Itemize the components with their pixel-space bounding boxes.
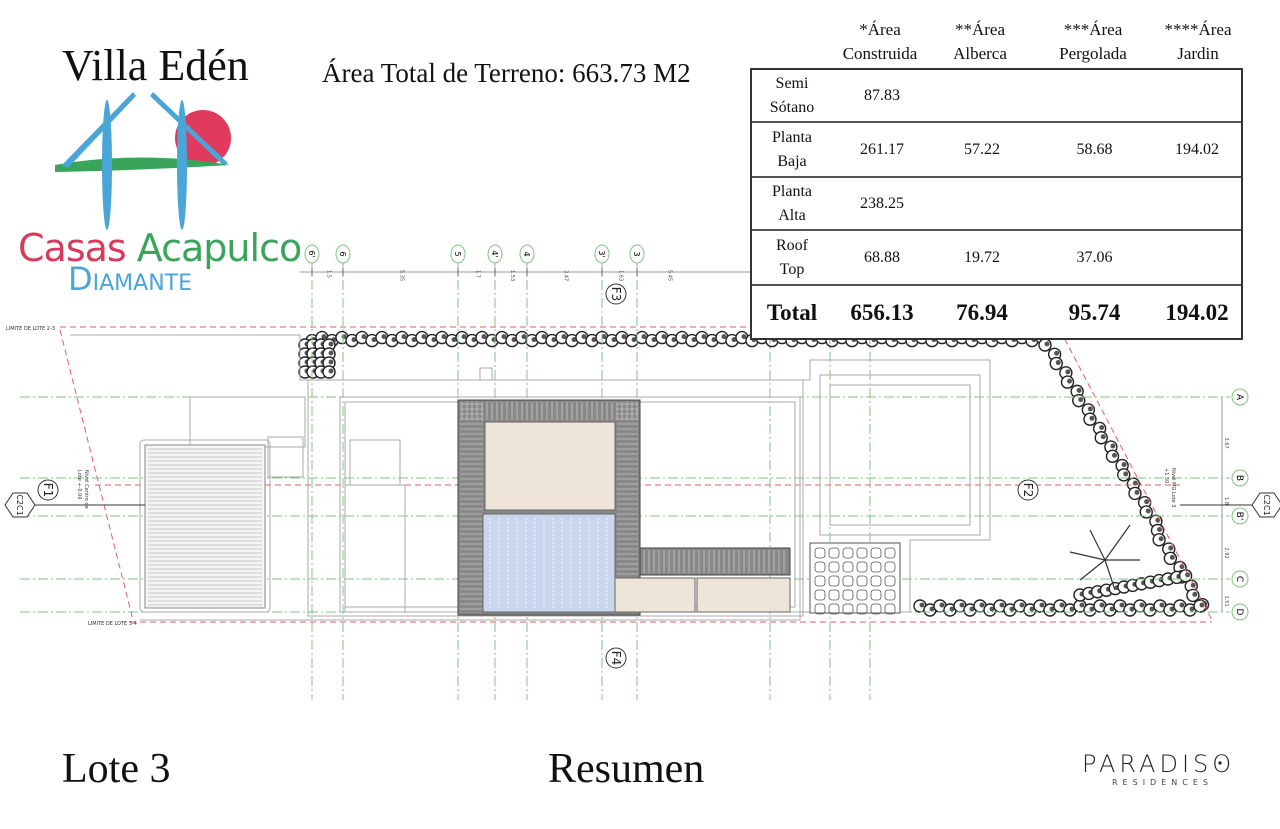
table-cell <box>1042 70 1147 121</box>
table-cell <box>1042 178 1147 229</box>
cut-label-left: C2C1 <box>15 494 24 515</box>
table-cell <box>1152 70 1242 121</box>
grid-column-label: 4' <box>490 250 499 257</box>
planter-left <box>614 577 696 613</box>
level-left-1: Nivel Centro de <box>83 470 89 509</box>
grid-column-label: 3' <box>597 250 606 257</box>
row-dimension: 3.67 <box>1223 438 1229 449</box>
table-cell: 76.94 <box>956 300 1008 325</box>
table-cell: 656.13 <box>850 300 914 325</box>
row-dimension: 1.51 <box>1223 596 1229 607</box>
column-dimension: 1.5 <box>326 270 332 278</box>
brand-casas: Casas <box>18 226 127 270</box>
table-cell: 37.06 <box>1076 248 1113 266</box>
project-title: Villa Edén <box>62 41 249 90</box>
table-cell <box>932 178 1032 229</box>
grid-row-label: B <box>1234 475 1244 481</box>
table-total-row: Total 656.13 76.94 95.74 194.02 <box>752 286 1241 340</box>
column-dimension: 1.63 <box>618 270 624 281</box>
developer-logo-sub: RESIDENCES <box>1112 778 1213 787</box>
section-f3: F3 <box>609 287 623 302</box>
grid-column-label: 6 <box>338 251 347 256</box>
level-right-2: +1.50 <box>1163 468 1169 483</box>
table-cell: 238.25 <box>860 194 904 212</box>
column-dimension: 1.7 <box>475 270 481 278</box>
table-cell: 194.02 <box>1165 300 1229 325</box>
building-outline <box>70 334 991 621</box>
lot-limit-bottom-label: LIMITE DE LOTE 3-4 <box>88 621 137 627</box>
section-f2: F2 <box>1021 483 1035 498</box>
row-label: Total <box>766 300 818 325</box>
brand-acapulco: Acapulco <box>136 226 302 270</box>
developer-logo: PARADISO <box>1082 750 1236 778</box>
row-dimension: 2.92 <box>1223 548 1229 559</box>
table-cell: 194.02 <box>1175 140 1219 158</box>
column-dimension: 3.47 <box>563 270 569 281</box>
row-dimension: 1.8 <box>1223 497 1229 505</box>
level-right-1: Nivel MG Lote 3 <box>1170 468 1176 508</box>
grid-column-label: 5 <box>453 251 462 256</box>
grid-column-label: 4 <box>522 251 531 256</box>
planter-right <box>696 577 791 613</box>
column-dimension: 5.35 <box>399 270 405 281</box>
garage-slab <box>144 444 266 609</box>
sheet-title: Resumen <box>548 746 705 792</box>
grid-column-label: 3 <box>632 251 641 256</box>
table-cell <box>1152 178 1242 229</box>
table-cell: 95.74 <box>1068 300 1121 325</box>
table-cell <box>1152 231 1242 284</box>
section-markers: F1 F2 F3 F4 C2C1 C2C1 <box>4 283 1280 669</box>
grid-row-label: A <box>1234 394 1244 401</box>
palm-tree <box>1069 524 1140 591</box>
lower-pergola <box>639 547 791 576</box>
table-cell: 68.88 <box>864 248 900 266</box>
table-cell: 57.22 <box>964 140 1000 158</box>
table-cell <box>932 70 1032 121</box>
lot-label: Lote 3 <box>62 746 171 792</box>
total-area-label: Área Total de Terreno: 663.73 M2 <box>322 58 691 88</box>
lot-limit-top-label: LIMITE DE LOTE 2-3 <box>6 326 55 332</box>
grid-row-label: B' <box>1234 512 1244 521</box>
roof-room <box>484 421 616 511</box>
column-dimension: 1.53 <box>509 270 515 281</box>
pool <box>482 513 616 613</box>
brand-diamante: Diamante <box>68 260 193 298</box>
grid-column-label: 6' <box>307 250 316 257</box>
lattice-deck <box>809 542 901 614</box>
level-left-2: Lote +-0.00 <box>76 470 82 500</box>
table-cell: 261.17 <box>860 140 904 158</box>
grid-row-label: C <box>1234 576 1244 582</box>
section-f1: F1 <box>41 483 55 498</box>
grid-row-label: D <box>1234 609 1244 616</box>
cut-label-right: C2C1 <box>1262 494 1271 515</box>
section-f4: F4 <box>609 651 623 666</box>
table-cell: 58.68 <box>1076 140 1113 158</box>
casas-acapulco-logo-mark <box>55 92 231 230</box>
table-cell: 19.72 <box>964 248 1000 266</box>
table-cell: 87.83 <box>864 86 900 104</box>
brand-name: Casas Acapulco <box>18 226 302 270</box>
column-dimension: 5.45 <box>667 270 673 281</box>
